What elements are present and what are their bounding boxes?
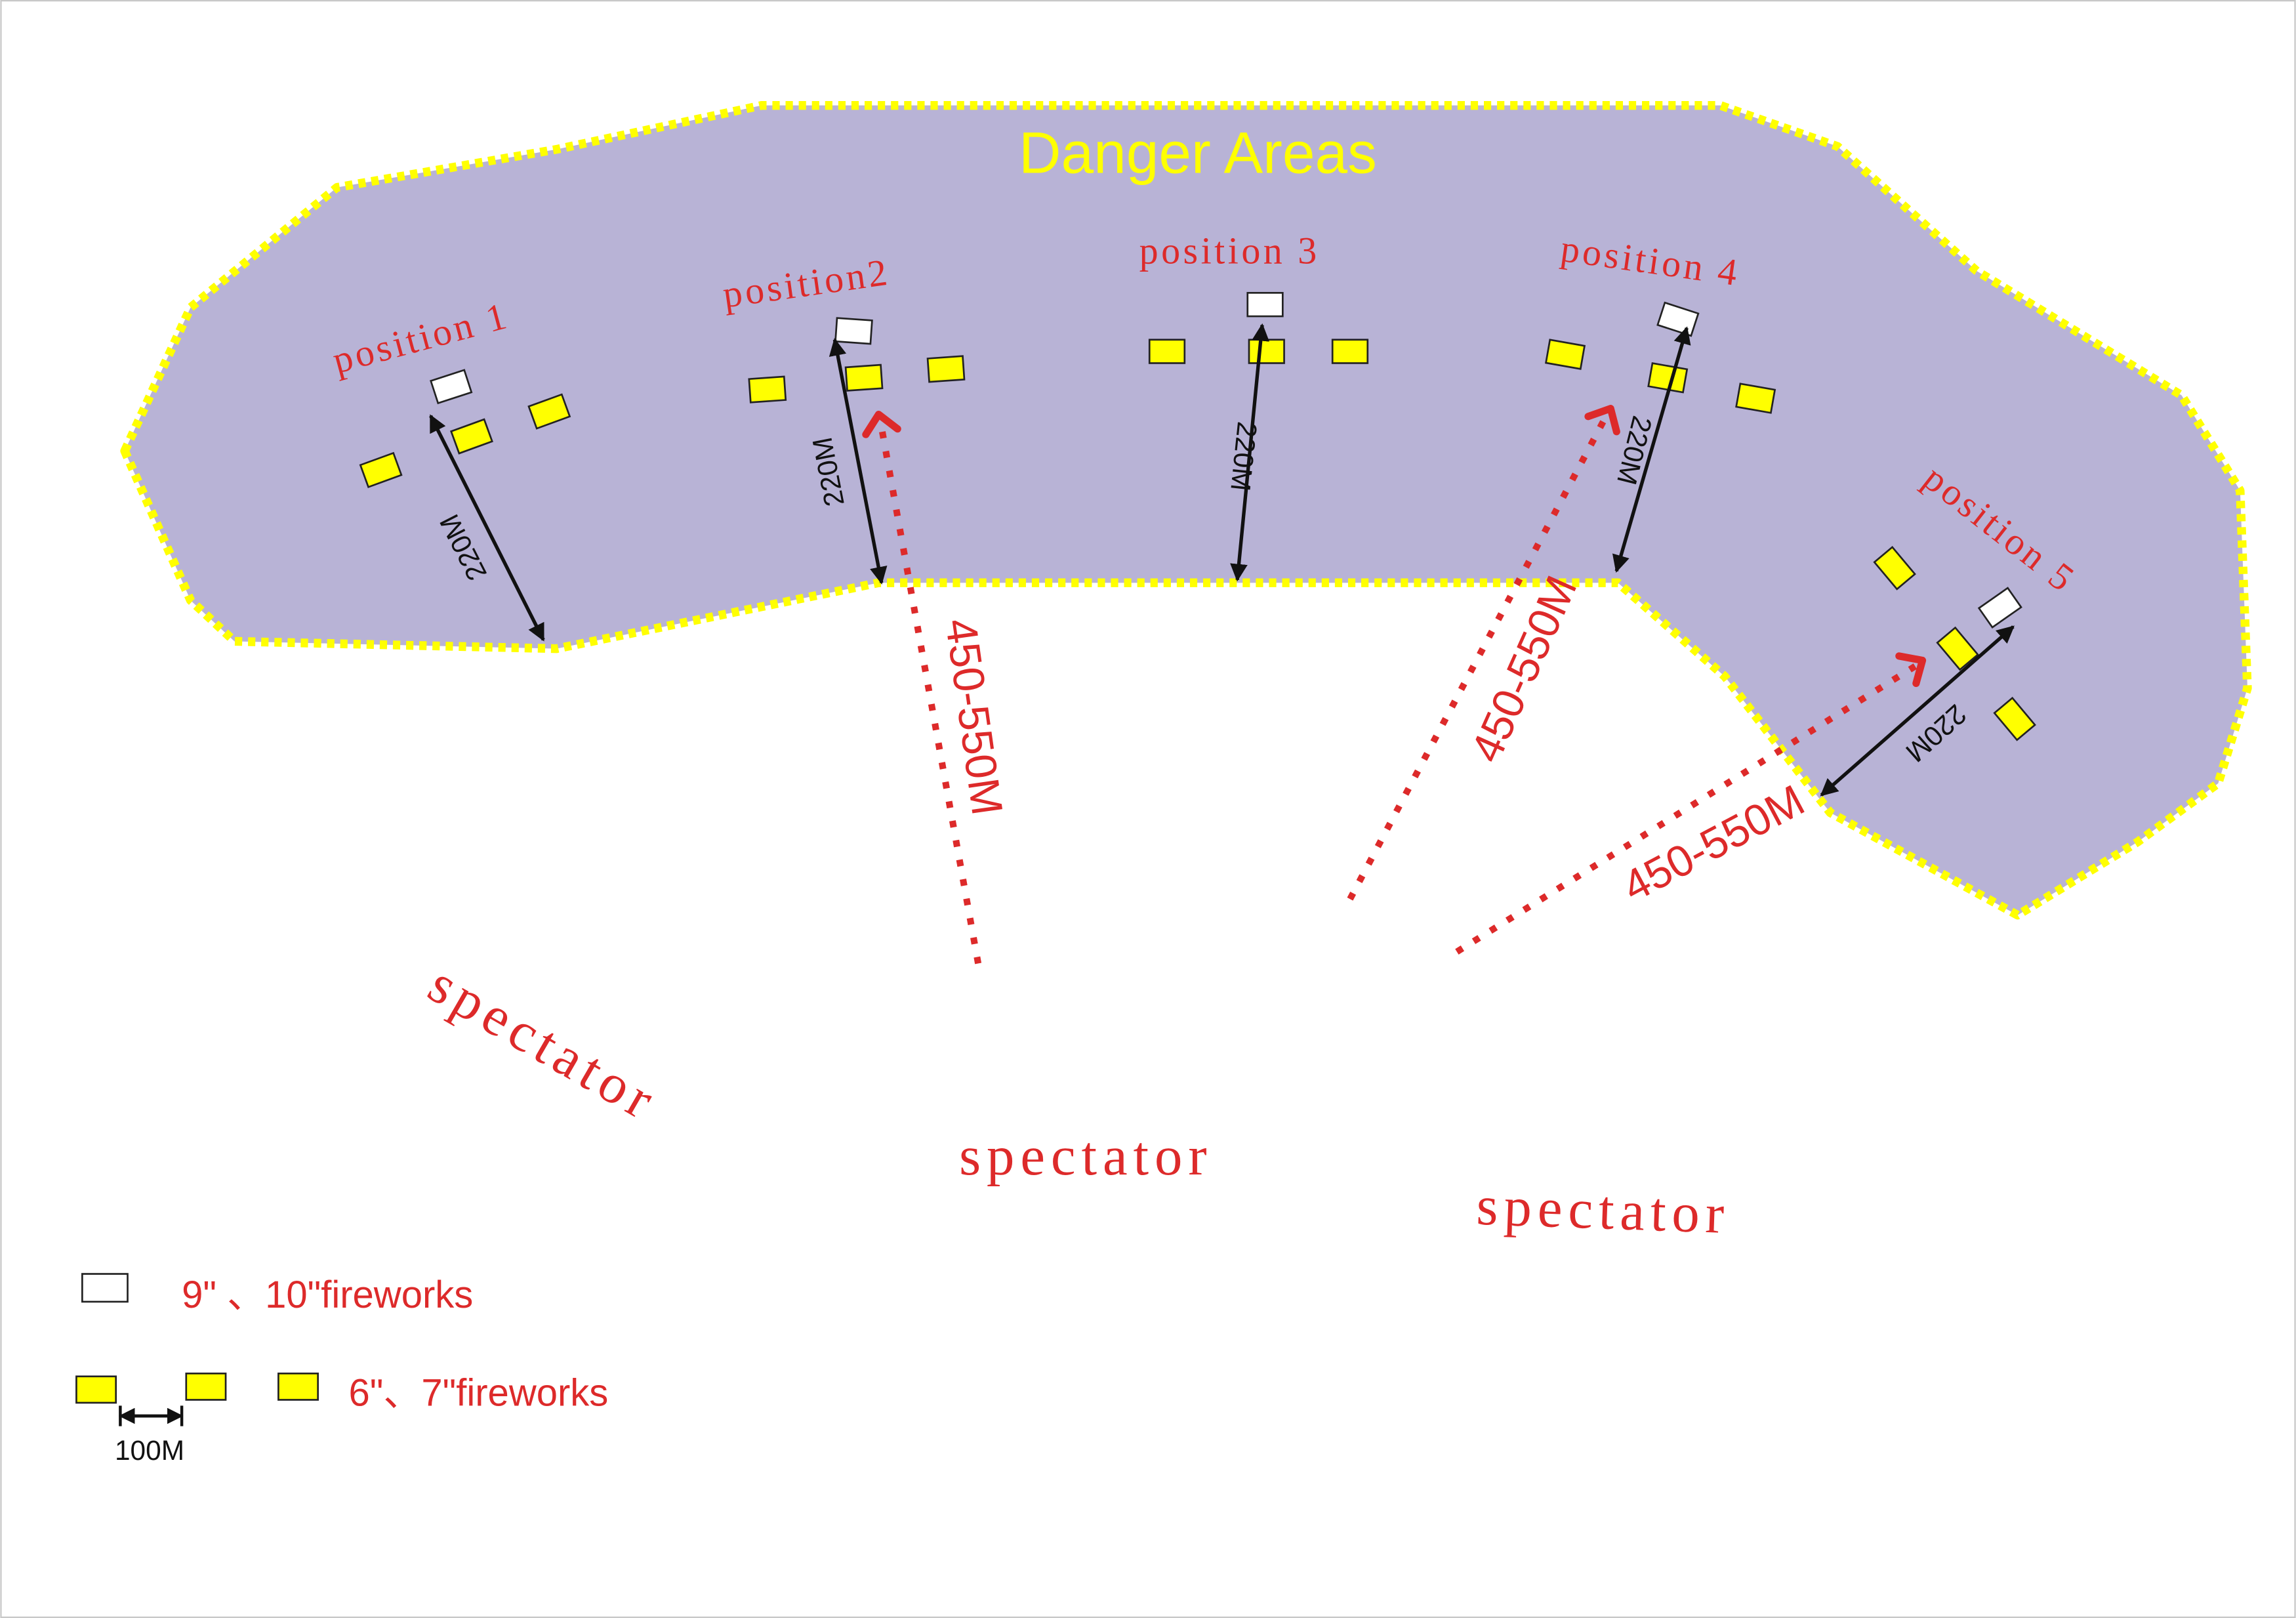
small-shell <box>1545 339 1586 370</box>
small-shell <box>359 451 403 489</box>
spectator-distance-lines <box>878 414 1917 965</box>
range-arrow-pos4 <box>1612 326 1691 573</box>
spectator-arrowheads <box>862 405 1927 688</box>
spectator-line-right <box>1347 414 1609 901</box>
large-shell-pos2 <box>834 317 873 345</box>
position-3-label: position 3 <box>1139 230 1320 272</box>
danger-areas-title: Danger Areas <box>1019 119 1377 185</box>
spectator-label-center: spectator <box>959 1125 1212 1187</box>
legend-small-shell-swatch <box>277 1372 319 1401</box>
legend-small-shell-swatch <box>75 1375 117 1404</box>
range-arrow-pos1 <box>429 414 545 642</box>
small-shell <box>748 375 787 404</box>
large-shell-pos3 <box>1246 291 1284 318</box>
chevron-arrow-icon <box>1895 652 1927 688</box>
small-shell <box>926 355 966 383</box>
chevron-arrow-icon <box>1584 405 1620 436</box>
small-shell <box>1148 339 1186 364</box>
small-shell <box>1735 383 1776 414</box>
range-arrows <box>429 323 2015 797</box>
legend-large-shell-label: 9" 、10"fireworks <box>182 1274 473 1316</box>
range-arrow-pos2 <box>829 338 888 585</box>
large-shell-pos1 <box>430 369 473 405</box>
legend-small-shell-label: 6"、7"fireworks <box>349 1371 609 1414</box>
danger-area-zone <box>120 100 2252 920</box>
legend-small-shell-swatch <box>185 1372 227 1401</box>
range-arrow-pos5 <box>1820 625 2015 797</box>
large-shell-pos5 <box>1977 587 2022 629</box>
legend-spacing-label: 100M <box>115 1435 184 1466</box>
spectator-label-right: spectator <box>1475 1175 1731 1245</box>
chevron-arrow-icon <box>862 410 901 438</box>
range-label-pos3: 220M <box>1225 420 1263 492</box>
legend: 9" 、10"fireworks 6"、7"fireworks 100M <box>75 1273 609 1466</box>
legend-large-shell-swatch <box>81 1273 129 1303</box>
small-shell <box>1331 339 1369 364</box>
small-shell <box>1873 546 1916 591</box>
small-shell <box>1248 339 1285 364</box>
small-shell <box>844 363 884 392</box>
range-arrow-pos3 <box>1230 323 1270 582</box>
